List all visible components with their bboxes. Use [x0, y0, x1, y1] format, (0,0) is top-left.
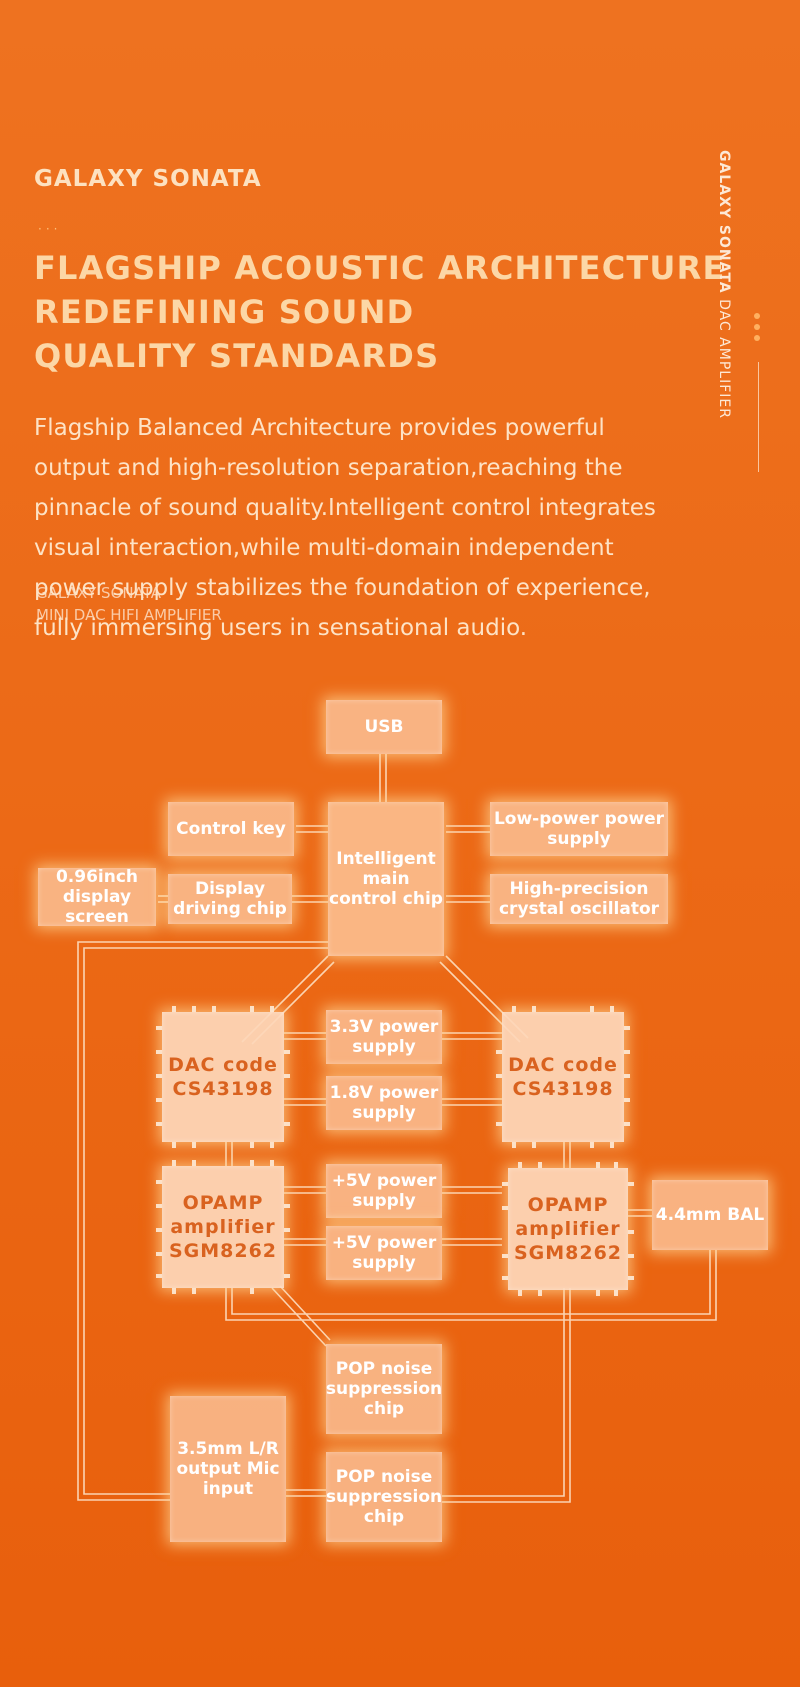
headphone-output-box: 3.5mm L/R output Mic input	[170, 1396, 286, 1542]
power-1v8-box: 1.8V power supply	[326, 1076, 442, 1130]
description-line: power supply stabilizes the foundation o…	[34, 575, 651, 601]
accent-dots: ···	[38, 222, 62, 236]
ghost-caption: GALAXY SONATA MINI DAC HIFI AMPLIFIER	[36, 582, 222, 626]
control-key-box: Control key	[168, 802, 294, 856]
dac-chip-right: DAC code CS43198	[502, 1012, 624, 1142]
ghost-line: GALAXY SONATA	[36, 584, 161, 602]
low-power-supply-box: Low-power power supply	[490, 802, 668, 856]
brand-title: GALAXY SONATA	[34, 166, 262, 192]
description-line: fully immersing users in sensational aud…	[34, 615, 528, 641]
side-divider	[758, 362, 759, 472]
pop-suppression-chip-a: POP noise suppression chip	[326, 1344, 442, 1434]
architecture-diagram: USB Control key Intelligent main control…	[0, 690, 800, 1570]
description-line: Flagship Balanced Architecture provides …	[34, 415, 605, 441]
description-line: pinnacle of sound quality.Intelligent co…	[34, 495, 656, 521]
main-control-chip: Intelligent main control chip	[328, 802, 444, 956]
crystal-oscillator-box: High-precision crystal oscillator	[490, 874, 668, 924]
ghost-line: MINI DAC HIFI AMPLIFIER	[36, 606, 222, 624]
description-line: visual interaction,while multi-domain in…	[34, 535, 614, 561]
opamp-right: OPAMP amplifier SGM8262	[508, 1168, 628, 1290]
side-caption: GALAXY SONATA DAC AMPLIFIER	[716, 150, 732, 419]
display-screen-box: 0.96inch display screen	[38, 867, 156, 927]
headline-line: FLAGSHIP ACOUSTIC ARCHITECTURE	[34, 249, 726, 287]
dac-chip-left: DAC code CS43198	[162, 1012, 284, 1142]
opamp-left: OPAMP amplifier SGM8262	[162, 1166, 284, 1288]
description: Flagship Balanced Architecture provides …	[34, 408, 734, 648]
headline-line: REDEFINING SOUND	[34, 293, 415, 331]
bal-output-box: 4.4mm BAL	[652, 1180, 768, 1250]
side-brand: GALAXY SONATA	[716, 150, 732, 294]
power-5v-box-b: +5V power supply	[326, 1226, 442, 1280]
power-3v3-box: 3.3V power supply	[326, 1010, 442, 1064]
connection-wires	[77, 754, 717, 1503]
side-subtitle: DAC AMPLIFIER	[716, 299, 732, 419]
usb-box: USB	[326, 700, 442, 754]
power-5v-box-a: +5V power supply	[326, 1164, 442, 1218]
headline: FLAGSHIP ACOUSTIC ARCHITECTURE REDEFININ…	[34, 246, 726, 378]
side-dots	[754, 313, 762, 346]
chip-pins	[156, 1006, 634, 1296]
pop-suppression-chip-b: POP noise suppression chip	[326, 1452, 442, 1542]
display-driving-chip-box: Display driving chip	[168, 874, 292, 924]
description-line: output and high-resolution separation,re…	[34, 455, 623, 481]
headline-line: QUALITY STANDARDS	[34, 337, 440, 375]
